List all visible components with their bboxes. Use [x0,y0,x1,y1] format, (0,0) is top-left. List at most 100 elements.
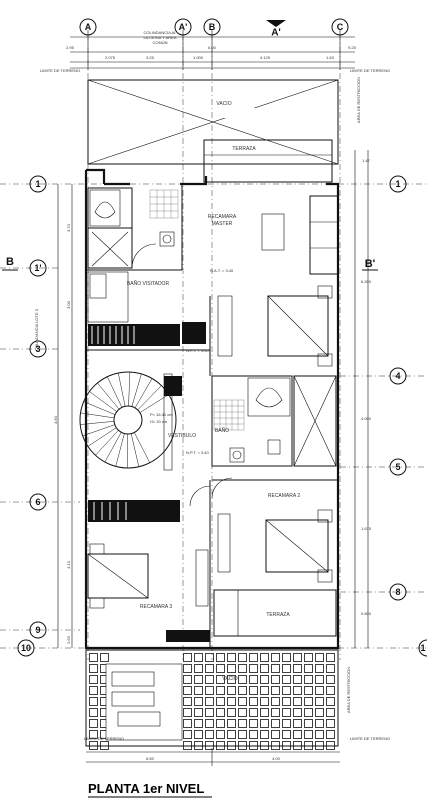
stair-step [83,401,116,415]
paver-tile [183,653,192,662]
paver-tile [315,730,324,739]
paver-tile [282,719,291,728]
room-vacio-bottom: VACIO [222,676,237,682]
section-mark-b: B [6,256,14,268]
paver-tile [227,686,236,695]
paver-tile [89,697,98,706]
paver-tile [227,708,236,717]
paver-tile [89,675,98,684]
paver-tile [271,730,280,739]
paver-tile [260,719,269,728]
paver-tile [304,697,313,706]
row-bubble-5-right: 5 [395,462,400,472]
row-bubble-1-right-bottom: 1 [420,643,425,653]
paver-tile [293,686,302,695]
stair-note-1: P= 16.41 cm [150,412,173,417]
stair-step [80,421,115,425]
paver-tile [271,741,280,750]
side-dimensions: 3.70 3.00 4.60 4.13 2.63 1.47 6.200 4.00… [34,77,372,713]
room-recamara-master-2: MASTER [212,221,233,227]
bedroom-2: RECAMARA 2 [211,477,338,583]
paver-tile [282,697,291,706]
paver-tile [304,719,313,728]
room-recamara-3: RECAMARA 3 [140,604,172,610]
paver-tile [249,730,258,739]
paver-tile [194,730,203,739]
top-subdim-4: 4.125 [260,55,271,60]
paver-tile [315,664,324,673]
paver-tile [205,741,214,750]
paver-tile [194,708,203,717]
stair-step [80,412,115,419]
paver-tile [326,675,335,684]
paver-tile [216,675,225,684]
paver-tile [89,719,98,728]
paver-tile [249,741,258,750]
right-dim-1: 1.47 [362,158,371,163]
bottom-dim-1: 6.50 [146,756,155,761]
axis-label-a-prime: A' [179,22,188,32]
paver-tile [238,730,247,739]
top-subdim-2: 3.25 [146,55,155,60]
paver-tile [304,686,313,695]
room-recamara-2: RECAMARA 2 [268,493,300,499]
right-dim-4: 1.675 [361,526,372,531]
paver-tile [326,708,335,717]
paver-tile [260,730,269,739]
terrace-bottom: TERRAZA [166,589,337,642]
paver-tile [249,664,258,673]
paver-tile [205,664,214,673]
paver-tile [315,741,324,750]
plan-title: PLANTA 1er NIVEL [88,781,204,796]
paver-tile [326,686,335,695]
paver-tile [89,686,98,695]
paver-tile [205,730,214,739]
paver-tile [205,708,214,717]
side-note-restriccion-bottom: AREA DE RESTRICCION [346,667,351,713]
paver-tile [227,730,236,739]
paver-tile [260,741,269,750]
paver-tile [260,686,269,695]
paver-tile [260,708,269,717]
right-dim-5: 0.600 [361,611,372,616]
top-note-1: COLINDANCIA AL [144,30,178,35]
stair-step [131,373,142,407]
top-subdim-5: 1.63 [326,55,335,60]
bath-2: BAÑO [211,375,337,467]
limit-top-right: LIMITE DE TERRENO [350,68,390,73]
paver-tile [100,653,109,662]
stair-step [126,433,129,468]
paver-tile [315,653,324,662]
stair-step [115,433,125,467]
paver-tile [304,675,313,684]
bottom-dimensions: 6.50 4.00 [86,748,340,766]
paver-tile [271,697,280,706]
top-note-2: LA CESIA Y AREA [144,35,177,40]
top-dimension-lines: 2.95 6.00 9.25 2.075 3.25 1.000 4.125 1.… [40,30,390,73]
paver-tile [304,664,313,673]
paver-tile [260,664,269,673]
paver-tile [194,697,203,706]
paver-tile [227,741,236,750]
paver-tile [238,708,247,717]
row-bubble-4-right: 4 [395,371,400,381]
paver-tile [183,686,192,695]
paver-tile [249,719,258,728]
paver-tile [89,653,98,662]
row-bubble-10-left: 10 [21,643,31,653]
axis-bubble-a [79,18,97,36]
stair-step [104,432,122,463]
void-bottom: VACIO LIMITE DE TERRENO LIMITE DE TERREN… [84,649,390,750]
row-bubble-1-right: 1 [395,179,400,189]
paver-tile [205,653,214,662]
paver-tile [271,675,280,684]
paver-tile [89,730,98,739]
paver-tile [238,741,247,750]
paver-tile [183,697,192,706]
paver-tile [194,719,203,728]
section-mark-a-prime: A' [271,28,281,39]
paver-tile [293,697,302,706]
paver-tile [183,675,192,684]
side-note-lote: COLINDANCIA LOTE 3 [34,308,39,351]
